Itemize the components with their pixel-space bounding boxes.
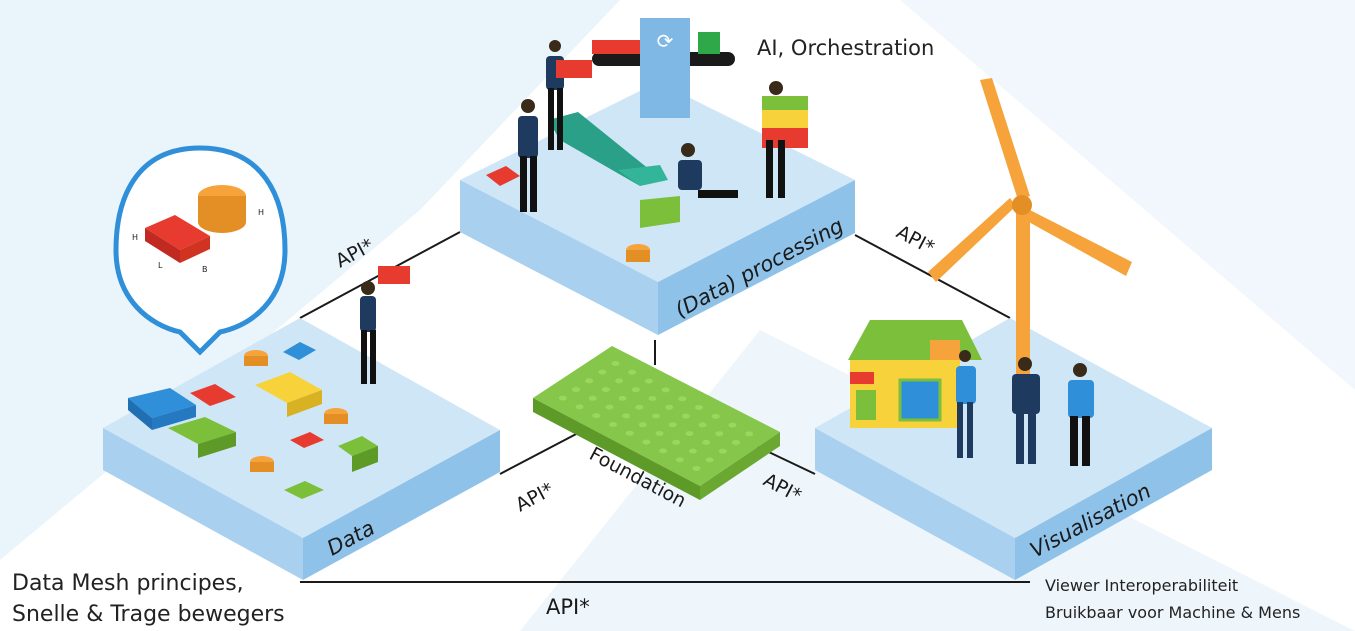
foundation-stud <box>745 431 754 437</box>
foundation-studs <box>558 361 754 471</box>
foundation-stud <box>668 422 677 428</box>
caption-left-line1: Data Mesh principes, <box>12 571 244 596</box>
foundation-stud <box>715 431 724 437</box>
foundation-stud <box>665 404 674 410</box>
foundation-stud <box>611 361 620 366</box>
data-platform <box>103 318 500 580</box>
foundation-stud <box>609 422 617 427</box>
foundation-stud <box>615 378 624 384</box>
foundation-stud <box>655 431 664 436</box>
foundation-stud <box>698 422 707 428</box>
visualisation-people <box>956 350 1094 466</box>
foundation-stud <box>648 396 657 401</box>
foundation-stud <box>592 413 601 419</box>
dim-b-label: B <box>202 265 208 274</box>
person-data <box>360 266 410 384</box>
foundation-stud <box>642 439 651 445</box>
foundation-stud <box>625 430 634 436</box>
wind-turbine <box>928 78 1132 380</box>
foundation-stud <box>605 404 614 410</box>
foundation-stud <box>728 422 737 428</box>
api-label-data-foundation: API* <box>512 478 557 516</box>
processing-bricks <box>486 96 808 262</box>
ai-orchestration-label: AI, Orchestration <box>757 36 935 60</box>
foundation-stud <box>705 457 714 463</box>
line-data-foundation <box>499 431 581 475</box>
foundation-stud <box>688 448 697 454</box>
foundation-stud <box>638 422 647 428</box>
link-icon: ⟳ <box>657 29 674 53</box>
foundation-stud <box>631 387 640 393</box>
api-label-processing-visualisation: API* <box>893 221 938 259</box>
foundation-stud <box>572 387 580 392</box>
foundation-stud <box>702 439 711 445</box>
foundation-stud <box>601 387 610 393</box>
foundation-stud <box>718 448 727 454</box>
foundation-stud <box>635 404 644 410</box>
caption-right: Viewer Interoperabiliteit Bruikbaar voor… <box>1045 572 1300 626</box>
foundation-stud <box>585 378 594 384</box>
caption-left-line2: Snelle & Trage bewegers <box>12 602 285 627</box>
caption-right-line2: Bruikbaar voor Machine & Mens <box>1045 603 1301 622</box>
foundation-stud <box>628 369 637 375</box>
foundation-stud <box>618 395 627 401</box>
brick-dimension-bubble: H H L B <box>113 145 288 356</box>
foundation-stud <box>652 413 660 419</box>
background-wedge-right <box>900 0 1355 390</box>
brick-house <box>848 320 982 428</box>
foundation-stud <box>622 413 631 419</box>
foundation-stud <box>732 440 740 445</box>
foundation-stud <box>685 431 694 437</box>
dim-h-label: H <box>258 208 264 217</box>
foundation-stud <box>598 369 607 375</box>
dim-h2-label: H <box>132 233 138 242</box>
foundation-stud <box>692 466 701 471</box>
foundation-stud <box>678 396 687 402</box>
data-bricks <box>128 342 378 499</box>
orchestration-machine: ⟳ <box>592 18 735 118</box>
caption-right-line1: Viewer Interoperabiliteit <box>1045 576 1239 595</box>
foundation-stud <box>659 448 668 454</box>
foundation-stud <box>681 413 690 419</box>
foundation-stud <box>644 378 653 384</box>
api-label-bottom: API* <box>546 595 590 619</box>
foundation-stud <box>695 405 703 410</box>
foundation-stud <box>558 395 567 401</box>
foundation-stud <box>711 413 720 419</box>
caption-left: Data Mesh principes, Snelle & Trage bewe… <box>12 568 285 630</box>
foundation-stud <box>575 404 584 410</box>
processing-people <box>518 40 785 212</box>
foundation-stud <box>675 457 684 463</box>
foundation-stud <box>661 387 670 393</box>
dim-l-label: L <box>158 261 163 270</box>
foundation-stud <box>588 395 597 401</box>
foundation-stud <box>672 439 681 445</box>
